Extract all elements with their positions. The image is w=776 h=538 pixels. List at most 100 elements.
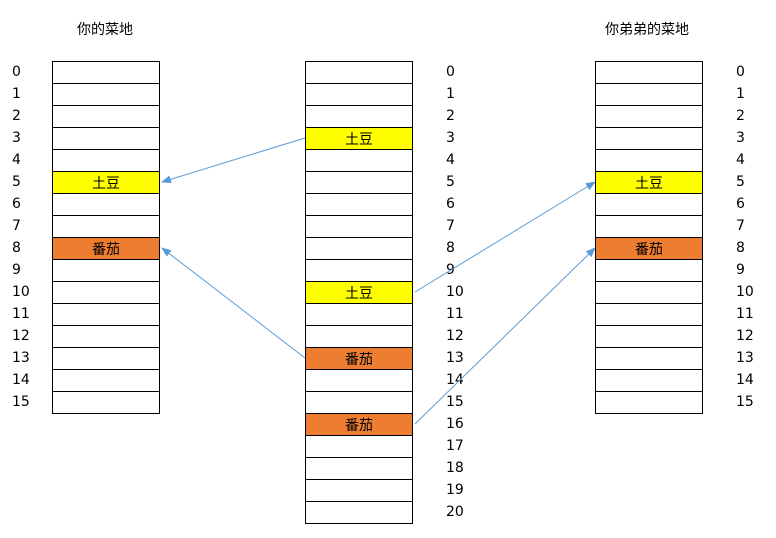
arrow-middle-13-to-left-8: [161, 247, 306, 359]
index-label-right-3: 3: [736, 130, 745, 146]
cell-left-15: [52, 392, 160, 414]
index-label-left-5: 5: [12, 174, 21, 190]
index-label-middle-18: 18: [446, 460, 464, 476]
left-garden-column: 土豆番茄: [52, 61, 160, 414]
cell-middle-7: [305, 216, 413, 238]
index-label-middle-5: 5: [446, 174, 455, 190]
right-garden-column: 土豆番茄: [595, 61, 703, 414]
index-label-right-11: 11: [736, 306, 754, 322]
index-label-middle-8: 8: [446, 240, 455, 256]
cell-left-0: [52, 62, 160, 84]
index-label-right-0: 0: [736, 64, 745, 80]
index-label-left-3: 3: [12, 130, 21, 146]
index-label-middle-17: 17: [446, 438, 464, 454]
cell-left-2: [52, 106, 160, 128]
cell-left-6: [52, 194, 160, 216]
index-label-middle-2: 2: [446, 108, 455, 124]
cell-right-5-filled: 土豆: [595, 172, 703, 194]
cell-middle-17: [305, 436, 413, 458]
index-label-left-7: 7: [12, 218, 21, 234]
cell-right-8-filled: 番茄: [595, 238, 703, 260]
cell-left-10: [52, 282, 160, 304]
index-label-middle-1: 1: [446, 86, 455, 102]
index-label-right-2: 2: [736, 108, 745, 124]
index-label-middle-0: 0: [446, 64, 455, 80]
cell-middle-15: [305, 392, 413, 414]
cell-middle-6: [305, 194, 413, 216]
cell-middle-13-filled: 番茄: [305, 348, 413, 370]
index-label-left-6: 6: [12, 196, 21, 212]
cell-middle-10-filled: 土豆: [305, 282, 413, 304]
cell-left-12: [52, 326, 160, 348]
cell-middle-1: [305, 84, 413, 106]
index-label-middle-13: 13: [446, 350, 464, 366]
cell-right-11: [595, 304, 703, 326]
index-label-right-5: 5: [736, 174, 745, 190]
cell-middle-4: [305, 150, 413, 172]
cell-middle-20: [305, 502, 413, 524]
index-label-right-4: 4: [736, 152, 745, 168]
cell-middle-9: [305, 260, 413, 282]
cell-right-7: [595, 216, 703, 238]
index-label-left-13: 13: [12, 350, 30, 366]
index-label-middle-14: 14: [446, 372, 464, 388]
index-label-left-4: 4: [12, 152, 21, 168]
cell-middle-18: [305, 458, 413, 480]
index-label-right-9: 9: [736, 262, 745, 278]
index-label-right-13: 13: [736, 350, 754, 366]
cell-middle-16-filled: 番茄: [305, 414, 413, 436]
index-label-middle-7: 7: [446, 218, 455, 234]
index-label-middle-11: 11: [446, 306, 464, 322]
cell-left-9: [52, 260, 160, 282]
cell-left-4: [52, 150, 160, 172]
index-label-left-2: 2: [12, 108, 21, 124]
index-label-middle-12: 12: [446, 328, 464, 344]
cell-left-8-filled: 番茄: [52, 238, 160, 260]
right-garden-title: 你弟弟的菜地: [605, 22, 689, 38]
cell-right-1: [595, 84, 703, 106]
index-label-middle-19: 19: [446, 482, 464, 498]
arrow-middle-3-to-left-5: [161, 137, 306, 184]
index-label-middle-16: 16: [446, 416, 464, 432]
index-label-middle-15: 15: [446, 394, 464, 410]
cell-middle-14: [305, 370, 413, 392]
cell-right-15: [595, 392, 703, 414]
index-label-right-12: 12: [736, 328, 754, 344]
cell-left-11: [52, 304, 160, 326]
index-label-left-0: 0: [12, 64, 21, 80]
cell-middle-11: [305, 304, 413, 326]
cell-right-14: [595, 370, 703, 392]
cell-right-10: [595, 282, 703, 304]
index-label-left-9: 9: [12, 262, 21, 278]
cell-left-1: [52, 84, 160, 106]
cell-right-13: [595, 348, 703, 370]
index-label-left-14: 14: [12, 372, 30, 388]
index-label-right-1: 1: [736, 86, 745, 102]
cell-right-3: [595, 128, 703, 150]
index-label-left-12: 12: [12, 328, 30, 344]
cell-right-4: [595, 150, 703, 172]
index-label-left-1: 1: [12, 86, 21, 102]
index-label-right-14: 14: [736, 372, 754, 388]
index-label-right-8: 8: [736, 240, 745, 256]
index-label-middle-3: 3: [446, 130, 455, 146]
cell-right-9: [595, 260, 703, 282]
cell-left-7: [52, 216, 160, 238]
left-garden-title: 你的菜地: [77, 22, 133, 38]
cell-left-3: [52, 128, 160, 150]
cell-middle-3-filled: 土豆: [305, 128, 413, 150]
cell-middle-2: [305, 106, 413, 128]
index-label-middle-6: 6: [446, 196, 455, 212]
cell-left-13: [52, 348, 160, 370]
index-label-left-10: 10: [12, 284, 30, 300]
cell-left-5-filled: 土豆: [52, 172, 160, 194]
arrow-middle-16-to-right-8: [414, 247, 596, 425]
index-label-right-7: 7: [736, 218, 745, 234]
index-label-right-15: 15: [736, 394, 754, 410]
cell-middle-19: [305, 480, 413, 502]
index-label-left-11: 11: [12, 306, 30, 322]
middle-storage-column: 土豆土豆番茄番茄: [305, 61, 413, 524]
cell-right-12: [595, 326, 703, 348]
index-label-middle-10: 10: [446, 284, 464, 300]
